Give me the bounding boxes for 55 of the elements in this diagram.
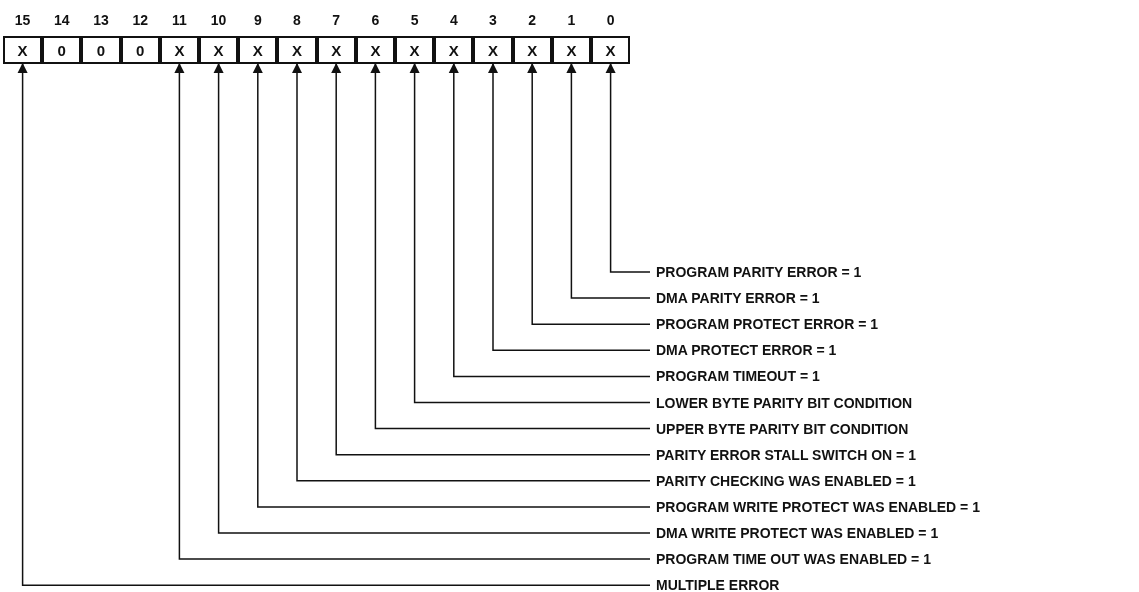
bit-number: 10 [209,12,228,28]
bit-number: 15 [13,12,32,28]
bit-number: 2 [527,12,538,28]
bit-number: 1 [566,12,577,28]
bit-description: DMA PROTECT ERROR = 1 [650,341,837,360]
leader-line [605,62,651,273]
bit-value: X [591,36,631,64]
bit-number: 9 [252,12,263,28]
bit-description: PROGRAM TIME OUT WAS ENABLED = 1 [650,550,931,569]
bit-description: MULTIPLE ERROR [650,576,780,592]
bit-value: X [277,36,317,64]
bit-value: X [159,36,199,64]
bit-number: 11 [171,12,188,28]
bit-description: PROGRAM TIMEOUT = 1 [650,367,820,386]
bit-value: X [551,36,591,64]
bit-number: 12 [131,12,149,28]
leader-line [409,62,651,404]
bit-value: 0 [81,36,121,64]
bit-value: X [473,36,513,64]
bit-value: X [434,36,474,64]
bit-value: X [3,36,43,64]
bit-description: DMA PARITY ERROR = 1 [650,289,820,308]
bit-number: 8 [292,12,302,28]
bit-value: X [316,36,356,64]
leader-line [566,62,651,299]
leader-line [487,62,651,352]
leader-line [370,62,651,430]
bit-number: 6 [370,12,381,28]
bit-description: LOWER BYTE PARITY BIT CONDITION [650,393,913,412]
bit-description: PROGRAM PROTECT ERROR = 1 [650,315,879,334]
bit-value: 0 [42,36,82,64]
bit-description: DMA WRITE PROTECT WAS ENABLED = 1 [650,524,939,542]
bit-description: PROGRAM WRITE PROTECT WAS ENABLED = 1 [650,497,980,516]
leader-line [526,62,651,325]
bit-value: X [512,36,552,64]
bit-value: X [199,36,239,64]
leader-line [330,62,651,456]
bit-number: 3 [488,12,498,28]
bit-number: 0 [605,12,616,28]
leader-line [291,62,651,482]
bit-number: 4 [448,12,459,28]
leader-line [17,62,651,586]
bit-number: 14 [53,12,71,28]
bit-description: PARITY CHECKING WAS ENABLED = 1 [650,471,916,490]
bit-description: PROGRAM PARITY ERROR = 1 [650,263,862,281]
bit-value: 0 [120,36,160,64]
bit-number: 7 [331,12,342,28]
leader-line [448,62,651,378]
bit-value: X [395,36,435,64]
bit-value: X [238,36,278,64]
bit-description: UPPER BYTE PARITY BIT CONDITION [650,419,909,438]
bit-value: X [355,36,395,64]
bit-description: PARITY ERROR STALL SWITCH ON = 1 [650,445,916,464]
bit-number: 5 [409,12,420,28]
bit-number: 13 [92,12,110,28]
